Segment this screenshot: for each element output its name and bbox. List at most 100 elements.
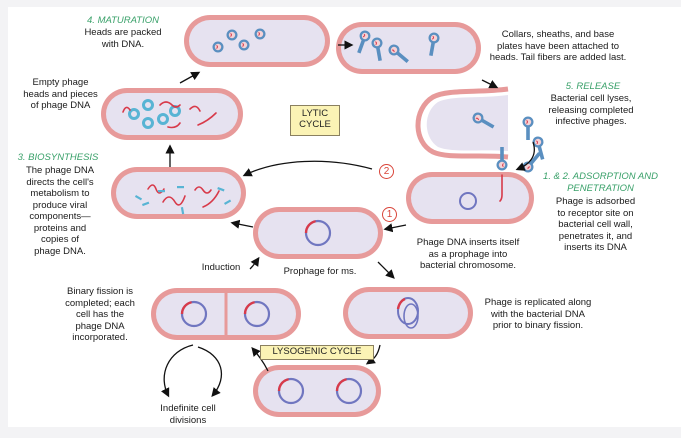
phage-tail [375,46,382,62]
capsid-dna [534,138,542,146]
arrow-induction-to-biosynthesis [230,219,254,229]
capsid-dna [256,30,264,38]
adsorption-description: Phage is adsorbed to receptor site on ba… [555,196,636,253]
daughter-cell [253,365,381,417]
dna-fragment [159,101,181,108]
empty-heads-cell [101,88,243,140]
prophage-segment [180,301,192,315]
maturation-stage-title: 4. MATURATION [87,15,159,26]
arrow-lysogenic-path-1 [383,223,407,233]
assembly-label: Collars, sheaths, and base plates have b… [489,29,627,63]
lysogenic-cycle-box: LYSOGENIC CYCLE [260,345,374,360]
phage-tail [429,41,436,57]
viral-protein [224,199,232,205]
dna-fragment [197,112,217,126]
phage-tail [529,152,541,166]
capsid-dna [524,163,532,171]
prophage-segment [304,220,316,234]
chromosome-left [180,300,208,328]
cytoplasm [189,20,325,62]
phage-head [522,116,534,128]
capsid-dna [361,32,369,40]
phage-life-cycle-diagram [101,15,545,417]
capsid-dna [474,114,482,122]
viral-protein [158,190,165,193]
empty-capsid [142,99,154,111]
capsid-dna [214,43,222,51]
phage-head [226,29,238,41]
capsid-dna [430,34,438,42]
arrow-to-daughter [365,344,381,365]
adsorption-cell [406,147,541,224]
arrow-to-maturation [179,71,201,84]
phage-tail [480,118,495,129]
prophage-cell [253,207,383,259]
empty-capsid [142,117,154,129]
replicating-cell [343,287,473,339]
path-marker-1: 1 [382,207,397,222]
capsid-dna [390,46,398,54]
indefinite-divisions-label: Indefinite cell divisions [160,403,216,426]
lysed-cell [415,86,545,160]
empty-capsid [128,108,140,120]
capsid-dna [240,41,248,49]
dna-fragment [122,106,131,113]
chromosome-1 [277,377,305,405]
viral-protein [177,186,184,189]
phage-head [212,41,224,53]
binary-fission-label: Binary fission is completed; each cell h… [65,286,135,343]
phage-tail [500,147,504,161]
phage-tail [357,39,366,54]
packed-dna [475,117,480,121]
phage-head [388,44,400,56]
packed-dna [258,32,260,36]
arrow-to-replication [377,261,395,279]
path-marker-2: 2 [379,164,394,179]
prophage-segment [396,297,406,310]
cytoplasm [258,212,378,254]
biosynthesis-stage-title: 3. BIOSYNTHESIS [17,152,99,163]
chromosome-right [243,300,271,328]
bacterial-chromosome [459,192,477,210]
leaking-cytoplasm [426,95,508,151]
phage-tail [395,51,409,63]
phage [428,32,440,57]
phage [388,44,409,63]
phage-head [254,28,266,40]
phage-dna-copy [194,186,212,194]
diagram-panel: 4. MATURATION Heads are packed with DNA.… [8,7,681,427]
arrow-to-release [481,79,499,89]
biosynthesis-description: The phage DNA directs the cell's metabol… [25,165,95,257]
injected-phage-dna [499,174,503,202]
phage [522,116,534,140]
viral-protein [134,194,143,201]
arrow-division-cycle-right [197,346,222,397]
phage-head [371,37,383,49]
cytoplasm [348,292,468,334]
release-stage-title: 5. RELEASE [565,81,621,92]
maturation-cell [184,15,330,67]
packed-dna [230,33,232,37]
phage [357,30,371,54]
maturation-description: Heads are packed with DNA. [84,27,162,50]
empty-heads-label: Empty phage heads and pieces of phage DN… [23,77,98,111]
replicating-chromosome [396,297,419,329]
phage [371,37,383,62]
empty-capsid [157,113,169,125]
integrated-prophage [304,219,332,247]
prophage-segment [335,378,347,392]
dna-loop-copy [403,303,419,329]
arrow-release-to-adsorption [515,141,535,171]
assembly-cell [336,22,481,74]
packed-dna [375,41,377,46]
adsorption-stage-title: 1. & 2. ADSORPTION AND PENETRATION [543,171,658,194]
prophage-segment [243,301,255,315]
induction-label: Induction [201,262,241,273]
viral-protein [142,201,150,207]
dna-fragment [167,122,181,129]
chromosome-2 [335,377,363,405]
packed-dna [431,35,435,40]
phage-head [238,39,250,51]
packed-dna [536,140,538,145]
phage-tail [537,145,545,160]
